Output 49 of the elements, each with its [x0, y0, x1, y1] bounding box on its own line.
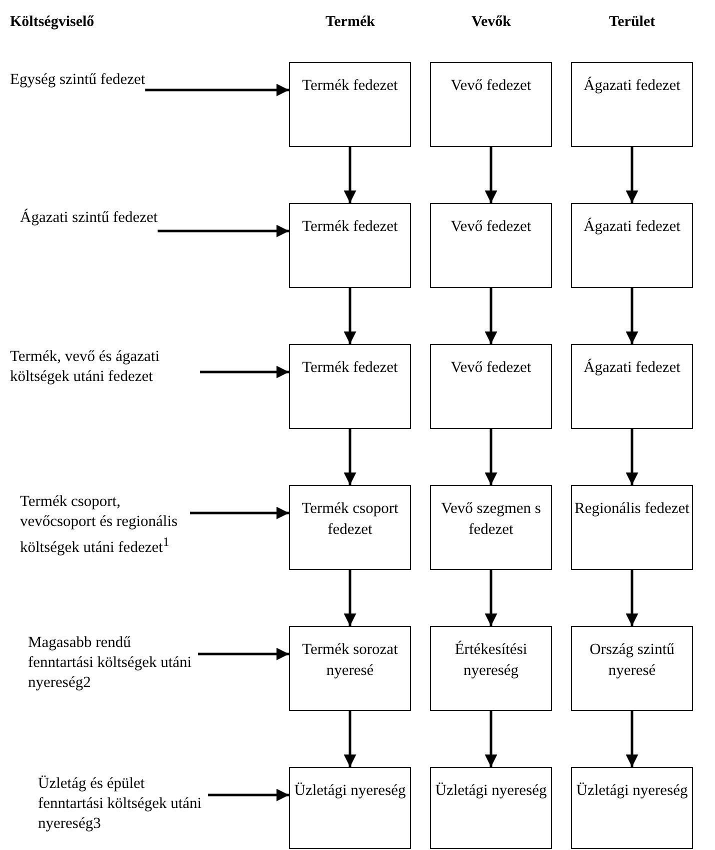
process-box: Vevő szegmen s fedezet — [430, 485, 552, 570]
column-heading: Termék — [326, 14, 375, 31]
arrow — [344, 147, 356, 203]
process-box: Vevő fedezet — [430, 62, 552, 147]
arrow — [484, 288, 498, 344]
arrow — [626, 570, 638, 626]
process-box: Üzletági nyereség — [430, 767, 552, 849]
arrow — [344, 570, 356, 626]
arrow — [484, 711, 498, 767]
arrow — [484, 147, 498, 203]
process-box: Ágazati fedezet — [571, 344, 693, 429]
process-box: Értékesítési nyereség — [430, 626, 552, 711]
cost-level-label: Üzletág és épület fenntartási költségek utáni nyereség3 — [38, 774, 208, 834]
arrow — [200, 366, 289, 378]
cost-level-label: Magasabb rendű fenntartási költségek utáni nyereség2 — [28, 633, 198, 693]
arrow — [344, 288, 356, 344]
arrow — [190, 506, 289, 520]
process-box: Vevő fedezet — [430, 344, 552, 429]
arrow — [484, 429, 498, 485]
arrow — [344, 429, 356, 485]
process-box: Regionális fedezet — [571, 485, 693, 570]
cost-level-label: Ágazati szintű fedezet — [20, 208, 158, 228]
process-box: Ágazati fedezet — [571, 203, 693, 288]
cost-level-label: Termék, vevő és ágazati költségek utáni fedezet — [10, 347, 200, 387]
process-box: Termék fedezet — [289, 344, 411, 429]
arrow — [158, 224, 289, 238]
arrow — [344, 711, 356, 767]
process-box: Termék fedezet — [289, 62, 411, 147]
arrow — [626, 288, 638, 344]
column-heading: Terület — [609, 14, 656, 31]
process-box: Ország szintű nyeresé — [571, 626, 693, 711]
arrow — [626, 711, 638, 767]
arrow — [145, 84, 289, 96]
cost-level-label: Termék csoport, vevőcsoport és regionális költségek utáni fedezet$^{1}$ — [20, 492, 190, 558]
arrow — [484, 570, 498, 626]
column-heading: Költségviselő — [10, 14, 94, 31]
arrow — [208, 788, 289, 802]
cost-level-label: Egység szintű fedezet — [10, 70, 146, 90]
process-box: Termék sorozat nyeresé — [289, 626, 411, 711]
arrow — [626, 147, 638, 203]
column-heading: Vevők — [472, 14, 511, 31]
arrow — [626, 429, 638, 485]
process-box: Termék csoport fedezet — [289, 485, 411, 570]
arrow — [198, 648, 289, 660]
process-box: Üzletági nyereség — [571, 767, 693, 849]
process-box: Vevő fedezet — [430, 203, 552, 288]
process-box: Termék fedezet — [289, 203, 411, 288]
process-box: Üzletági nyereség — [289, 767, 411, 849]
process-box: Ágazati fedezet — [571, 62, 693, 147]
